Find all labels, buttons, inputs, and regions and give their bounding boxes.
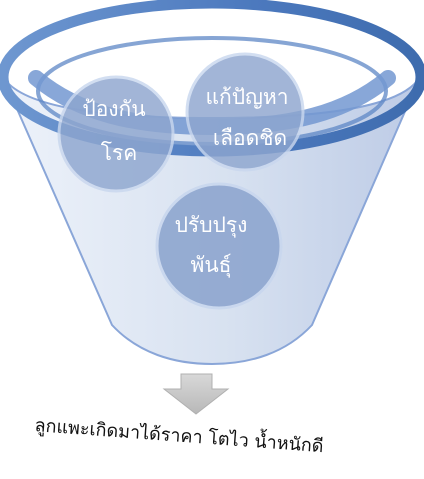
breed-improvement-circle xyxy=(155,182,283,310)
prevent-disease-circle xyxy=(57,75,175,193)
prevent-disease-label-line-1: ป้องกัน xyxy=(82,97,145,121)
process-circles: ป้องกัน โรค แก้ปัญหา เลือดชิด ปรับปรุง พ… xyxy=(57,52,305,310)
inbreeding-solution-circle xyxy=(185,52,305,172)
breed-improvement-label-line-1: ปรับปรุง xyxy=(175,213,248,238)
result-arrow xyxy=(162,373,230,415)
prevent-disease-label-line-2: โรค xyxy=(101,141,138,165)
down-arrow-icon xyxy=(162,373,230,415)
breed-improvement-label-line-2: พันธุ์ xyxy=(190,253,231,278)
inbreeding-solution-label-line-1: แก้ปัญหา xyxy=(205,85,288,109)
inbreeding-solution-label-line-2: เลือดชิด xyxy=(213,126,287,150)
